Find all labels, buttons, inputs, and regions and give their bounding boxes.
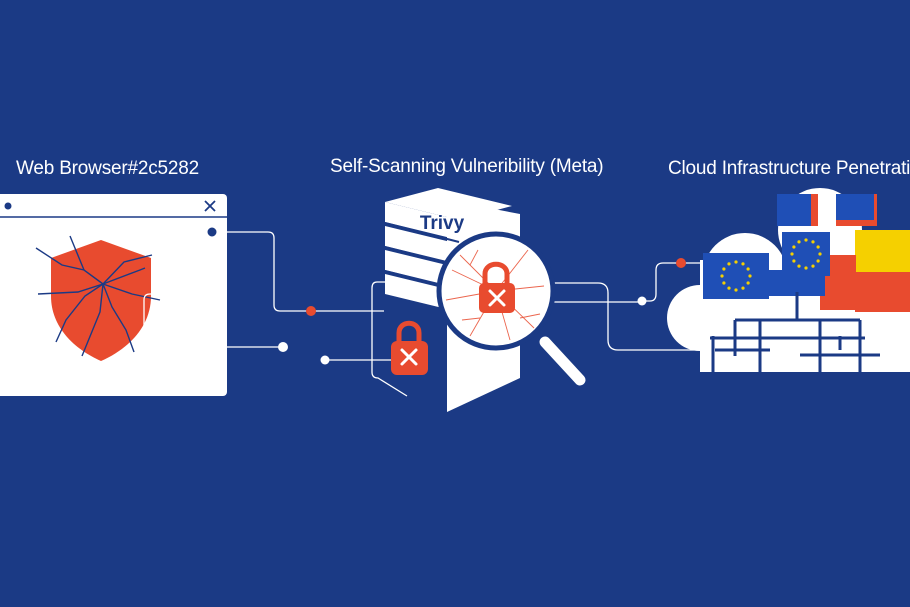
browser-port-node — [205, 225, 219, 239]
network-tree-icon — [710, 292, 880, 372]
flag-tiles — [703, 194, 910, 312]
connector-lines — [143, 231, 715, 397]
eu-star-icon — [792, 259, 796, 263]
connector-node-white — [278, 342, 288, 352]
cracked-shield-icon — [35, 235, 161, 361]
connector-node-red — [676, 258, 686, 268]
eu-star-icon — [727, 262, 731, 266]
connector-node-white — [320, 355, 330, 365]
eu-star-icon — [722, 281, 726, 285]
eu-star-icon — [746, 267, 750, 271]
connector-node-red — [306, 306, 316, 316]
eu-star-icon — [741, 286, 745, 290]
eu-star-icon — [722, 267, 726, 271]
self-scanning-label: Self-Scanning Vulneribility (Meta) — [330, 156, 604, 177]
browser-dot-icon — [4, 202, 12, 210]
web-browser-label: Web Browser#2c5282 — [16, 158, 199, 179]
eu-star-icon — [816, 259, 820, 263]
eu-star-icon — [811, 264, 815, 268]
eu-star-icon — [727, 286, 731, 290]
eu-star-icon — [804, 238, 808, 242]
eu-star-icon — [811, 240, 815, 244]
eu-star-icon — [720, 274, 724, 278]
eu-star-icon — [748, 274, 752, 278]
padlock-icon — [391, 320, 428, 375]
eu-star-icon — [818, 252, 822, 256]
eu-star-icon — [797, 240, 801, 244]
eu-star-icon — [734, 288, 738, 292]
eu-star-icon — [734, 260, 738, 264]
server-name: Trivy — [420, 213, 465, 234]
cloud-infrastructure-label: Cloud Infrastructure Penetratio — [668, 158, 910, 179]
eu-star-icon — [797, 264, 801, 268]
eu-star-icon — [746, 281, 750, 285]
eu-star-icon — [792, 245, 796, 249]
close-icon[interactable] — [204, 200, 216, 212]
magnifying-glass-icon — [436, 231, 586, 386]
eu-star-icon — [741, 262, 745, 266]
eu-star-icon — [804, 266, 808, 270]
eu-star-icon — [790, 252, 794, 256]
connector-node-white — [637, 296, 647, 306]
eu-star-icon — [816, 245, 820, 249]
eu-flag — [703, 253, 769, 299]
